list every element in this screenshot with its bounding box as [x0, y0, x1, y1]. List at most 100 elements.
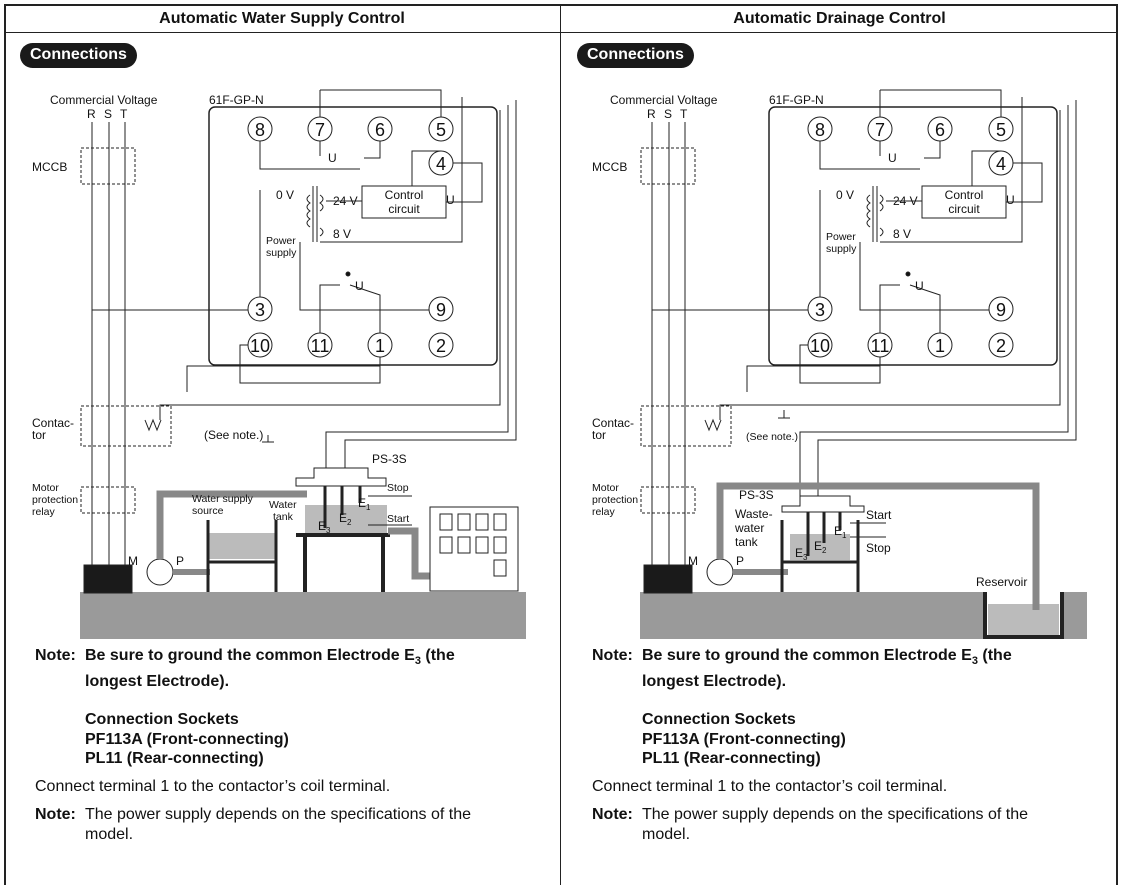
terminal-5-label: 5 — [436, 120, 446, 140]
terminal-2 — [428, 332, 454, 358]
ground-floor — [80, 592, 526, 639]
notes-block: Note: Be sure to ground the common Elect… — [592, 646, 1107, 844]
start-label: Start — [866, 508, 892, 522]
phase-s-label: S — [664, 107, 672, 121]
wire-8 — [259, 141, 360, 170]
control-label-2: circuit — [388, 202, 420, 216]
terminal-7-label: 7 — [315, 120, 325, 140]
source-label-2: source — [192, 505, 224, 517]
terminal-8-label: 8 — [255, 120, 265, 140]
sockets-title: Connection Sockets — [85, 711, 239, 729]
pump-p-label: P — [176, 554, 184, 568]
v0-label: 0 V — [836, 188, 854, 202]
ground-symbol — [262, 435, 274, 443]
wire-10-contactor — [799, 344, 881, 384]
sockets-title: Connection Sockets — [642, 711, 796, 729]
wire-4 — [411, 150, 441, 186]
control-label-2: circuit — [948, 202, 980, 216]
waste-water — [790, 534, 850, 560]
wire-7-5 — [880, 89, 1002, 117]
drainage-wiring-diagram: Reservoir 61F-GP-N Commercial Voltage R … — [592, 89, 1087, 639]
terminal-9 — [988, 296, 1014, 322]
source-label-1: Water supply — [192, 493, 254, 505]
ps3s-label: PS-3S — [739, 488, 774, 502]
e2-label: E2 — [814, 539, 827, 555]
wire-sensor-3 — [344, 100, 517, 470]
ps3s-label: PS-3S — [372, 452, 407, 466]
water-supply-wiring-diagram: 61F-GP-N Commercial Voltage R S T MCCB 8… — [32, 89, 526, 639]
power-note: Note: The power supply depends on the sp… — [35, 805, 550, 844]
control-label-1: Control — [945, 188, 984, 202]
e3-label: E3 — [795, 546, 808, 562]
contactor-label-1: Contac- — [32, 416, 74, 430]
reservoir-water — [988, 604, 1059, 635]
terminal-9-label: 9 — [436, 300, 446, 320]
switch-u-label: U — [888, 151, 897, 165]
header-rule — [4, 32, 1118, 33]
relay-u-label: U — [915, 279, 924, 293]
connections-badge: Connections — [20, 43, 137, 68]
contactor-coil — [144, 418, 162, 432]
motor-m-label: M — [128, 554, 138, 568]
switch-u-label: U — [328, 151, 337, 165]
model-label: 61F-GP-N — [209, 93, 264, 107]
note-label: Note: — [592, 647, 633, 664]
ground-note: Note: Be sure to ground the common Elect… — [35, 646, 550, 691]
power-note: Note: The power supply depends on the sp… — [592, 805, 1107, 844]
model-label: 61F-GP-N — [769, 93, 824, 107]
commercial-voltage-label: Commercial Voltage — [50, 93, 158, 107]
outlet-pipe — [388, 527, 436, 580]
primary-coil — [866, 194, 871, 228]
power-label-2: supply — [826, 243, 857, 255]
mccb-box — [80, 147, 136, 185]
e3-label: E3 — [318, 519, 331, 535]
wire-1-switch — [349, 284, 381, 333]
wire-9 — [859, 242, 989, 311]
phase-s-label: S — [104, 107, 112, 121]
control-circuit-box — [921, 185, 1007, 219]
control-u-label: U — [1006, 193, 1015, 207]
wire-1-coil — [186, 365, 380, 392]
motor-label-3: relay — [592, 506, 616, 518]
e1-label: E1 — [358, 496, 371, 512]
socket-front: PF113A (Front-connecting) — [642, 730, 846, 748]
terminal-10-label: 10 — [810, 336, 830, 356]
terminal-3-label: 3 — [255, 300, 265, 320]
wire-sensor-2 — [325, 105, 509, 470]
wire-sensor-1 — [719, 110, 1061, 420]
motor-label-1: Motor — [592, 482, 619, 494]
see-note-label: (See note.) — [204, 428, 263, 442]
terminal-10-label: 10 — [250, 336, 270, 356]
supply-pipe — [156, 490, 307, 559]
phase-t-label: T — [680, 107, 688, 121]
secondary-coil-8 — [319, 227, 324, 237]
phase-t-label: T — [120, 107, 128, 121]
wire-8v — [880, 97, 1023, 243]
wire-8v — [320, 97, 463, 243]
contactor-box — [640, 405, 732, 447]
secondary-coil-24 — [879, 194, 884, 212]
v8-label: 8 V — [333, 227, 351, 241]
terminal-2-label: 2 — [996, 336, 1006, 356]
waste-label-2: water — [734, 521, 764, 535]
connect-text: Connect terminal 1 to the contactor’s co… — [592, 777, 948, 795]
power-label-2: supply — [266, 247, 297, 259]
motor-m-label: M — [688, 554, 698, 568]
terminal-2-label: 2 — [436, 336, 446, 356]
wire-1-switch — [909, 284, 941, 333]
stop-label: Stop — [387, 482, 409, 494]
wire-sensor-2 — [799, 105, 1069, 496]
terminal-9 — [428, 296, 454, 322]
mccb-box — [640, 147, 696, 185]
ps3s-holder — [781, 495, 865, 513]
v0-label: 0 V — [276, 188, 294, 202]
terminal-11-label: 11 — [871, 336, 890, 356]
column-title: Automatic Water Supply Control — [159, 10, 405, 27]
start-label: Start — [387, 513, 409, 525]
ground-note-text: Be sure to ground the common Electrode E… — [642, 647, 1012, 690]
phase-r-label: R — [647, 107, 656, 121]
relay-unit-box — [208, 106, 498, 366]
motor-label-1: Motor — [32, 482, 59, 494]
motor-body — [83, 564, 133, 594]
column-divider — [560, 4, 561, 885]
